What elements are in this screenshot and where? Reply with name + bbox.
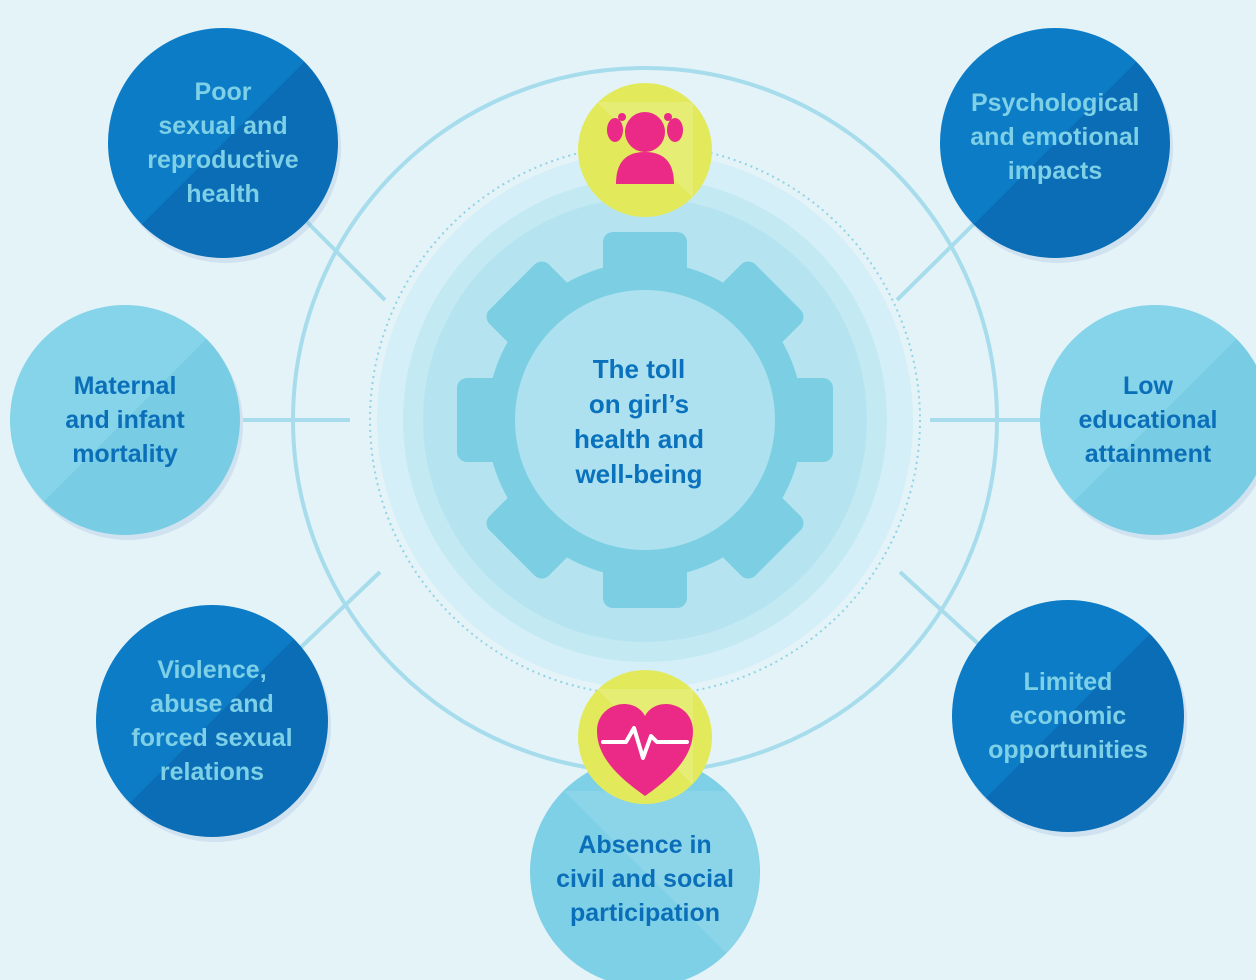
- impact-civil-participation: Absence in civil and social participatio…: [530, 810, 760, 960]
- impact-bubble-bg-civil: [530, 757, 760, 980]
- impact-label: Low educational attainment: [1079, 369, 1218, 471]
- girl-icon: [578, 83, 712, 217]
- impact-label-line: educational: [1078, 406, 1218, 434]
- impact-label-line: Maternal: [73, 372, 177, 400]
- impact-label-line: abuse and: [150, 690, 274, 718]
- impact-label: Limited economic opportunities: [988, 665, 1148, 767]
- impact-sexual-health: Poor sexual and reproductive health: [108, 28, 338, 258]
- impact-label: Psychological and emotional impacts: [970, 86, 1139, 188]
- impact-label-line: opportunities: [988, 736, 1148, 764]
- impact-psychological: Psychological and emotional impacts: [940, 28, 1170, 258]
- impact-label-line: participation: [569, 899, 720, 927]
- center-title-line: The toll: [592, 354, 686, 384]
- impact-label-line: mortality: [72, 440, 178, 468]
- impact-label-line: forced sexual: [131, 724, 293, 752]
- gear-hub: [515, 290, 775, 550]
- impact-label-line: relations: [159, 758, 265, 786]
- impact-label-line: and emotional: [970, 123, 1140, 151]
- impact-education: Low educational attainment: [1040, 305, 1256, 535]
- center-title-line: health and: [573, 424, 704, 454]
- center-title-line: on girl’s: [588, 389, 690, 419]
- heart-pulse-icon: [578, 670, 712, 804]
- impact-label-line: civil and social: [556, 865, 734, 893]
- impact-label-line: Low: [1122, 372, 1173, 400]
- impact-label-line: Limited: [1023, 668, 1113, 696]
- impact-economic: Limited economic opportunities: [952, 600, 1184, 832]
- dotted-ring: [369, 144, 921, 696]
- impact-label: Maternal and infant mortality: [65, 369, 184, 471]
- impact-label-line: Poor: [194, 78, 252, 106]
- impact-label-line: sexual and: [158, 112, 288, 140]
- impact-maternal-mortality: Maternal and infant mortality: [10, 305, 240, 535]
- impact-label: Violence, abuse and forced sexual relati…: [131, 653, 292, 789]
- impact-label-line: Absence in: [578, 831, 712, 859]
- impact-label-line: health: [186, 180, 260, 208]
- center-title-line: well-being: [575, 459, 703, 489]
- impact-label-line: and infant: [65, 406, 185, 434]
- impact-label-line: Violence,: [157, 656, 267, 684]
- impact-label: Poor sexual and reproductive health: [147, 75, 298, 211]
- impact-label-line: attainment: [1084, 440, 1212, 468]
- center-title: The toll on girl’s health and well-being: [529, 352, 749, 492]
- impact-label: Absence in civil and social participatio…: [556, 828, 734, 930]
- impact-label-line: impacts: [1007, 157, 1103, 185]
- impact-label-line: economic: [1009, 702, 1127, 730]
- impact-label-line: Psychological: [970, 89, 1140, 117]
- impact-label-line: reproductive: [147, 146, 299, 174]
- impact-violence: Violence, abuse and forced sexual relati…: [96, 605, 328, 837]
